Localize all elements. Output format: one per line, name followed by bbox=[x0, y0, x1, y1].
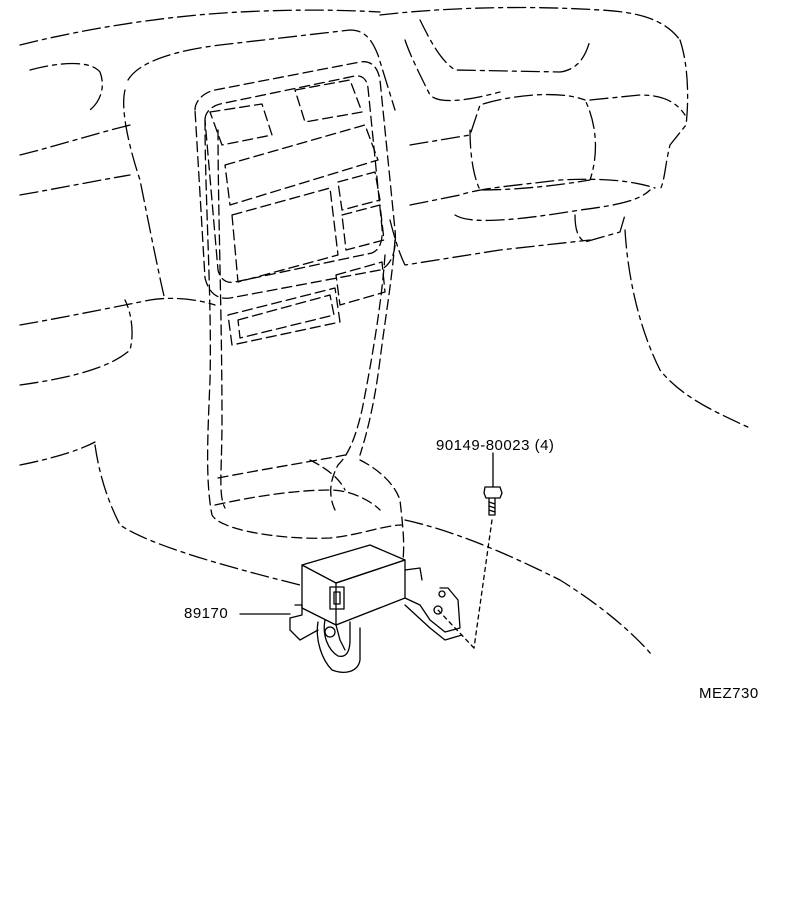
center-console bbox=[194, 61, 405, 561]
bolt-quantity: (4) bbox=[534, 437, 555, 454]
leader-lines bbox=[239, 452, 494, 649]
bolt bbox=[483, 486, 503, 516]
dashboard-outline bbox=[19, 6, 751, 656]
sensor-part-callout: 89170 bbox=[184, 606, 228, 621]
bolt-part-callout: 90149-80023 (4) bbox=[436, 438, 554, 453]
bolt-part-number: 90149-80023 bbox=[436, 437, 530, 454]
sensor-part-number: 89170 bbox=[184, 605, 229, 622]
diagram-reference-code: MEZ730 bbox=[699, 685, 759, 702]
sensor-module bbox=[289, 544, 463, 673]
